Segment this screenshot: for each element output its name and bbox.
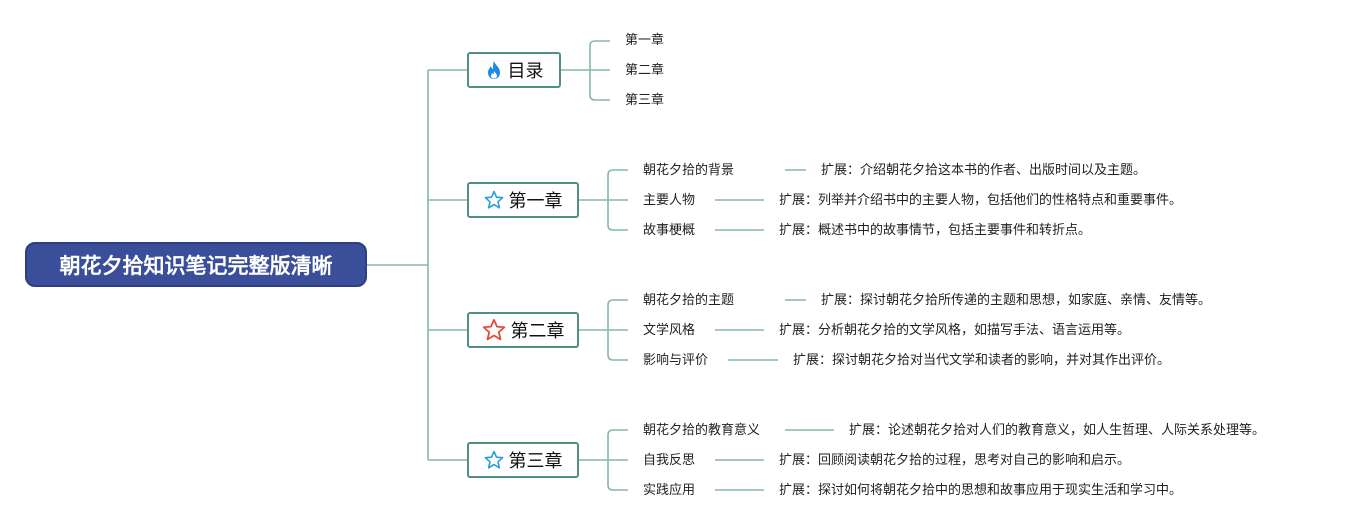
toc-item[interactable]: 第一章 — [625, 33, 665, 48]
star-outline-icon — [484, 190, 503, 209]
branch-chapter-3-label: 第三章 — [508, 451, 563, 472]
toc-item[interactable]: 第二章 — [625, 63, 665, 78]
topic-detail[interactable]: 扩展：概述书中的故事情节，包括主要事件和转折点。 — [779, 223, 1092, 238]
star-outline-icon — [482, 318, 505, 341]
topic-detail[interactable]: 扩展：探讨如何将朝花夕拾中的思想和故事应用于现实生活和学习中。 — [779, 483, 1183, 498]
topic-detail[interactable]: 扩展：论述朝花夕拾对人们的教育意义，如人生哲理、人际关系处理等。 — [849, 423, 1266, 438]
topic-node[interactable]: 文学风格 — [643, 323, 696, 338]
topic-node[interactable]: 影响与评价 — [643, 353, 709, 368]
topic-node[interactable]: 实践应用 — [643, 483, 696, 498]
topic-node[interactable]: 自我反思 — [643, 453, 696, 468]
star-outline-icon — [484, 450, 503, 469]
branch-chapter-1-label: 第一章 — [508, 191, 563, 212]
topic-detail[interactable]: 扩展：回顾阅读朝花夕拾的过程，思考对自己的影响和启示。 — [779, 453, 1131, 468]
branch-toc-label: 目录 — [507, 61, 544, 82]
topic-node[interactable]: 故事梗概 — [643, 223, 696, 238]
topic-detail[interactable]: 扩展：分析朝花夕拾的文学风格，如描写手法、语言运用等。 — [779, 323, 1131, 338]
topic-detail[interactable]: 扩展：列举并介绍书中的主要人物，包括他们的性格特点和重要事件。 — [779, 193, 1183, 208]
branch-toc[interactable]: 目录 — [467, 52, 561, 88]
topic-detail[interactable]: 扩展：探讨朝花夕拾所传递的主题和思想，如家庭、亲情、友情等。 — [821, 293, 1212, 308]
topic-node[interactable]: 朝花夕拾的教育意义 — [643, 423, 761, 438]
root-title: 朝花夕拾知识笔记完整版清晰 — [59, 253, 333, 278]
branch-chapter-3[interactable]: 第三章 — [467, 442, 579, 478]
topic-node[interactable]: 朝花夕拾的背景 — [643, 163, 735, 178]
branch-chapter-2-label: 第二章 — [510, 321, 565, 342]
branch-chapter-2[interactable]: 第二章 — [467, 312, 579, 348]
topic-detail[interactable]: 扩展：介绍朝花夕拾这本书的作者、出版时间以及主题。 — [821, 163, 1147, 178]
toc-item[interactable]: 第三章 — [625, 93, 665, 108]
topic-node[interactable]: 主要人物 — [643, 193, 696, 208]
topic-node[interactable]: 朝花夕拾的主题 — [643, 293, 735, 308]
root-node[interactable]: 朝花夕拾知识笔记完整版清晰 — [25, 242, 367, 287]
topic-detail[interactable]: 扩展：探讨朝花夕拾对当代文学和读者的影响，并对其作出评价。 — [793, 353, 1171, 368]
branch-chapter-1[interactable]: 第一章 — [467, 182, 579, 218]
fire-icon — [487, 61, 500, 79]
